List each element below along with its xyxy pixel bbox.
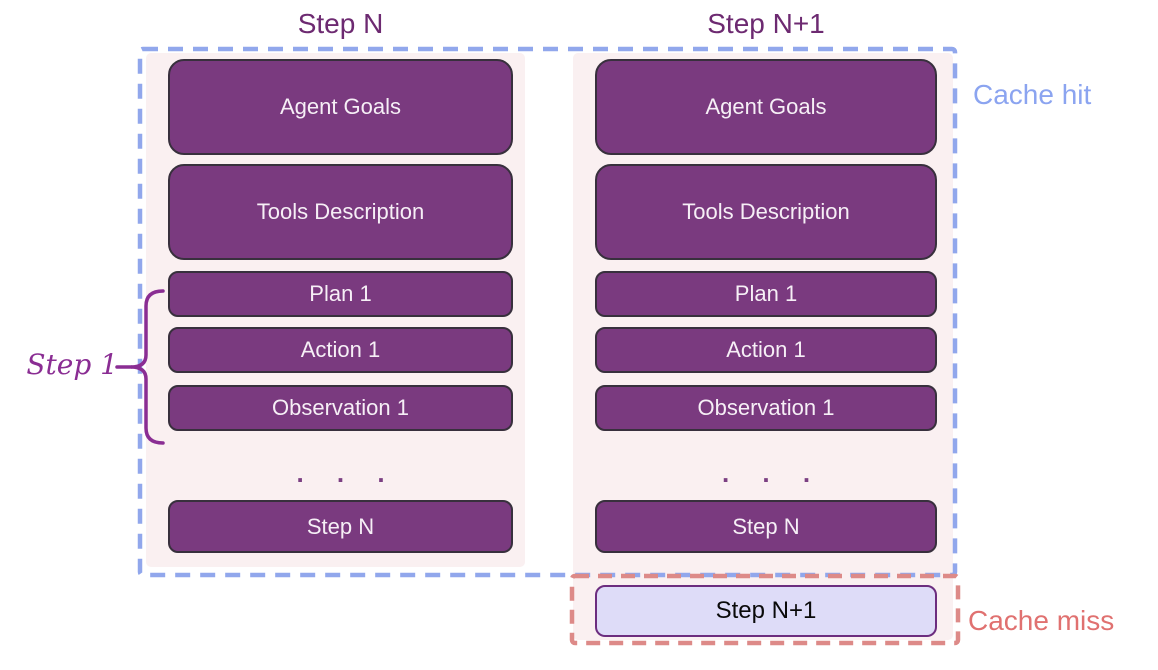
ellipsis: . . .	[296, 458, 398, 488]
ellipsis: . . .	[721, 458, 824, 488]
cache-miss-label: Cache miss	[968, 605, 1115, 636]
box-tools-description: Tools Description	[595, 164, 937, 260]
step-1-label: Step 1	[26, 348, 118, 381]
column-title-step-n-plus-1: Step N+1	[707, 8, 825, 39]
box-step-n-plus-1-new: Step N+1	[595, 585, 937, 637]
box-step-n: Step N	[595, 500, 937, 553]
box-observation-1: Observation 1	[595, 385, 937, 431]
box-plan-1: Plan 1	[168, 271, 513, 317]
box-agent-goals: Agent Goals	[595, 59, 937, 155]
box-plan-1: Plan 1	[595, 271, 937, 317]
box-agent-goals: Agent Goals	[168, 59, 513, 155]
box-tools-description: Tools Description	[168, 164, 513, 260]
box-action-1: Action 1	[595, 327, 937, 373]
box-action-1: Action 1	[168, 327, 513, 373]
column-title-step-n: Step N	[297, 8, 384, 39]
box-step-n: Step N	[168, 500, 513, 553]
cache-hit-label: Cache hit	[973, 79, 1092, 110]
box-observation-1: Observation 1	[168, 385, 513, 431]
